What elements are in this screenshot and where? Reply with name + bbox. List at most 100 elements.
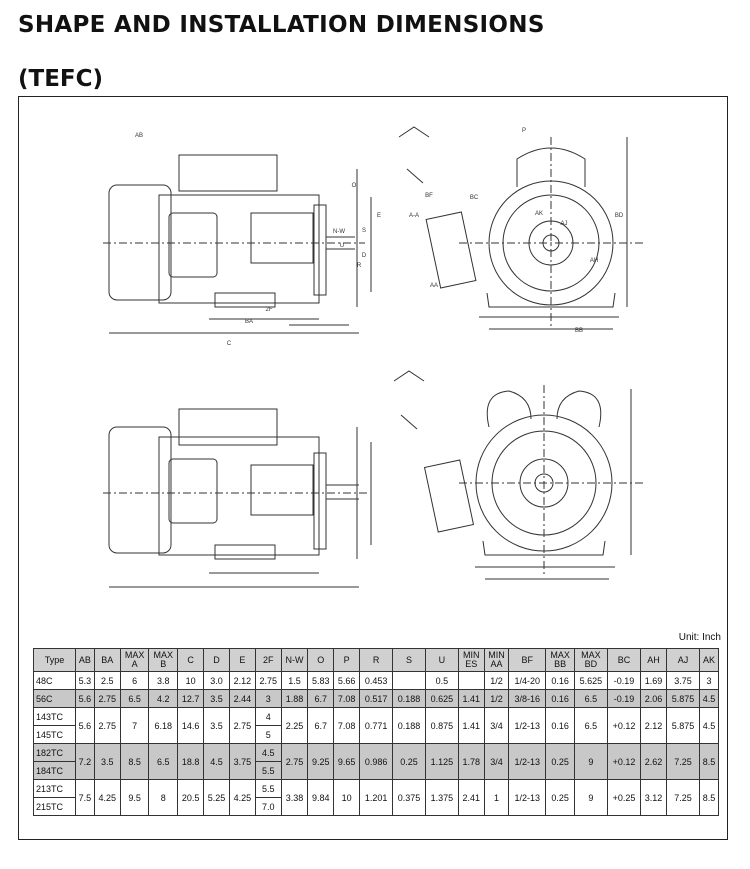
table-cell: 3.75 bbox=[666, 671, 700, 690]
table-cell: 4.25 bbox=[228, 779, 256, 816]
dimension-label: AK bbox=[535, 211, 543, 217]
table-cell: 2.75 bbox=[254, 671, 282, 690]
table-cell: 8.5 bbox=[698, 779, 720, 816]
column-header: P bbox=[333, 648, 361, 672]
table-cell: 6.7 bbox=[307, 689, 335, 708]
table-cell: 9 bbox=[573, 779, 608, 816]
table-cell: 6.5 bbox=[119, 689, 150, 708]
table-cell: 1/2-13 bbox=[508, 707, 547, 744]
table-cell: 6.5 bbox=[148, 743, 179, 780]
column-header: AJ bbox=[666, 648, 700, 672]
table-cell: 3.12 bbox=[640, 779, 668, 816]
table-cell: +0.12 bbox=[606, 743, 642, 780]
table-cell: 3/4 bbox=[483, 743, 510, 780]
table-cell: 3 bbox=[254, 689, 282, 708]
dimension-label: N-W bbox=[333, 229, 345, 235]
table-cell: 5.83 bbox=[307, 671, 335, 690]
dimension-label: D bbox=[362, 253, 367, 259]
table-cell: 7.25 bbox=[666, 743, 700, 780]
table-cell: 0.16 bbox=[545, 707, 575, 744]
dimension-label: BB bbox=[575, 328, 583, 334]
dimension-label: BC bbox=[470, 195, 479, 201]
table-cell: 1.41 bbox=[457, 689, 485, 708]
table-cell: 3.75 bbox=[228, 743, 256, 780]
table-cell: 9.84 bbox=[307, 779, 335, 816]
column-header: N-W bbox=[280, 648, 309, 672]
table-cell: 1.5 bbox=[280, 671, 309, 690]
table-cell: 6.7 bbox=[307, 707, 335, 744]
dimension-label: AH bbox=[590, 258, 598, 264]
table-cell: 5.5 bbox=[254, 761, 282, 780]
table-cell: 3/4 bbox=[483, 707, 510, 744]
table-cell: 3.5 bbox=[203, 689, 230, 708]
table-cell: -0.19 bbox=[606, 671, 642, 690]
table-cell: 8.5 bbox=[698, 743, 720, 780]
table-cell: 10 bbox=[177, 671, 205, 690]
table-cell: 3.5 bbox=[203, 707, 230, 744]
table-cell: +0.12 bbox=[606, 707, 642, 744]
dimension-label: AJ bbox=[560, 221, 567, 227]
dimension-label: U bbox=[340, 243, 344, 249]
column-header: 2F bbox=[254, 648, 282, 672]
table-cell: 1.88 bbox=[280, 689, 309, 708]
table-cell: 1/2-13 bbox=[508, 779, 547, 816]
table-cell: 0.375 bbox=[392, 779, 426, 816]
table-cell: 5.875 bbox=[666, 689, 700, 708]
table-cell: 2.75 bbox=[228, 707, 256, 744]
table-cell: 0.453 bbox=[359, 671, 394, 690]
side-view-lower bbox=[103, 408, 372, 588]
dimension-label: BA bbox=[245, 319, 253, 325]
table-cell: 2.75 bbox=[280, 743, 309, 780]
dimension-label: P bbox=[522, 128, 526, 134]
table-cell: 1/2-13 bbox=[508, 743, 547, 780]
table-cell: 0.875 bbox=[424, 707, 459, 744]
table-cell: 14.6 bbox=[177, 707, 205, 744]
table-cell: 0.771 bbox=[359, 707, 394, 744]
column-header: C bbox=[177, 648, 205, 672]
table-cell: 18.8 bbox=[177, 743, 205, 780]
table-cell: 7.25 bbox=[666, 779, 700, 816]
table-cell: 48C bbox=[33, 671, 76, 690]
table-cell: +0.25 bbox=[606, 779, 642, 816]
table-cell: 215TC bbox=[33, 797, 76, 816]
table-cell: 4.5 bbox=[698, 707, 720, 744]
table-cell: 5.5 bbox=[254, 779, 282, 798]
column-header: R bbox=[359, 648, 394, 672]
dimension-label: A-A bbox=[409, 213, 419, 219]
table-cell bbox=[457, 671, 485, 690]
table-cell: 2.41 bbox=[457, 779, 485, 816]
table-cell: 4.5 bbox=[203, 743, 230, 780]
table-cell: 6 bbox=[119, 671, 150, 690]
table-cell: 7.5 bbox=[74, 779, 95, 816]
table-cell: 2.12 bbox=[228, 671, 256, 690]
table-cell: 1/2 bbox=[483, 671, 510, 690]
table-cell: 9.5 bbox=[119, 779, 150, 816]
table-cell: 3.8 bbox=[148, 671, 179, 690]
table-cell: 213TC bbox=[33, 779, 76, 798]
table-cell: 5.6 bbox=[74, 707, 95, 744]
table-cell: 1.78 bbox=[457, 743, 485, 780]
table-cell: 6.5 bbox=[573, 707, 608, 744]
table-cell: 2.12 bbox=[640, 707, 668, 744]
dimension-label: BD bbox=[615, 213, 624, 219]
table-cell: 3/8-16 bbox=[508, 689, 547, 708]
column-header: Type bbox=[33, 648, 76, 672]
table-cell: 0.25 bbox=[392, 743, 426, 780]
column-header: AH bbox=[640, 648, 668, 672]
column-header: U bbox=[424, 648, 459, 672]
table-cell: 7 bbox=[119, 707, 150, 744]
table-cell: 1.69 bbox=[640, 671, 668, 690]
table-cell: 7.08 bbox=[333, 707, 361, 744]
table-cell: 182TC bbox=[33, 743, 76, 762]
column-header: E bbox=[228, 648, 256, 672]
table-cell: 0.188 bbox=[392, 689, 426, 708]
table-cell: 4 bbox=[254, 707, 282, 726]
